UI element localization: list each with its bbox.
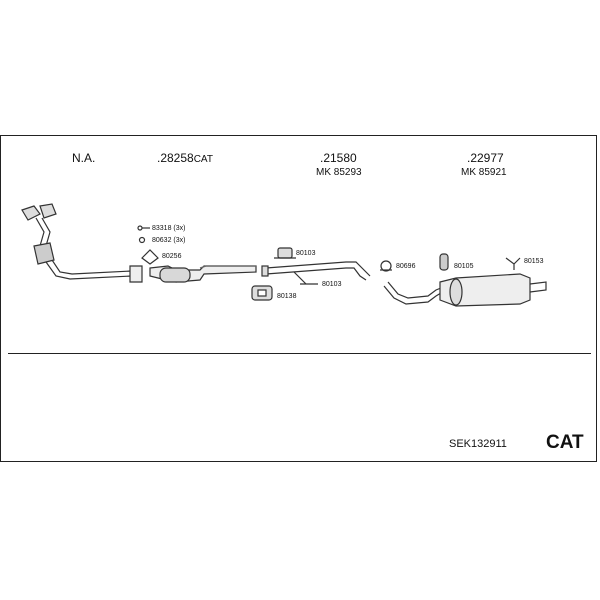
header-rear: .22977 [467,152,504,164]
part-number-ring-clamp: 80696 [396,263,416,270]
part-number-clamp: 80138 [277,293,297,300]
part-number-hanger-top: 80103 [296,250,316,257]
header-mid-sub: MK 85293 [316,167,362,178]
header-cat-main: .28258 [157,151,194,165]
header-rear-sub: MK 85921 [461,167,507,178]
clamp-icon [251,285,273,301]
gasket-icon [141,249,159,265]
part-number-hanger-bottom: 80103 [322,281,342,288]
bolt-icon [137,225,150,231]
kit-type-label: CAT [546,432,584,453]
part-number-bolts: 83318 (3x) [152,225,186,232]
header-na-main: N.A. [72,151,96,165]
header-cat-suffix: CAT [193,154,213,165]
part-number-bracket: 80153 [524,258,544,265]
rubber-mount-icon [439,253,449,271]
section-divider [8,353,591,354]
header-rear-main: .22977 [467,151,504,165]
diagram-frame [0,135,597,462]
part-number-gasket: 80256 [162,253,182,260]
middle-pipe-part [261,261,371,281]
part-number-rubber-mount: 80105 [454,263,474,270]
header-cat: .28258CAT [157,152,213,165]
header-mid: .21580 [320,152,357,164]
bracket-icon [505,257,521,270]
catalytic-converter-part [149,265,257,283]
header-mid-main: .21580 [320,151,357,165]
front-pipe-part [21,203,143,283]
nut-icon [138,236,146,244]
header-na: N.A. [72,152,95,164]
hanger-bottom-icon [293,271,318,285]
ring-clamp-icon [380,260,392,272]
hanger-top-icon [274,247,296,259]
rear-silencer-part [383,273,547,307]
kit-code: SEK132911 [449,438,507,450]
part-number-nuts: 80632 (3x) [152,237,186,244]
